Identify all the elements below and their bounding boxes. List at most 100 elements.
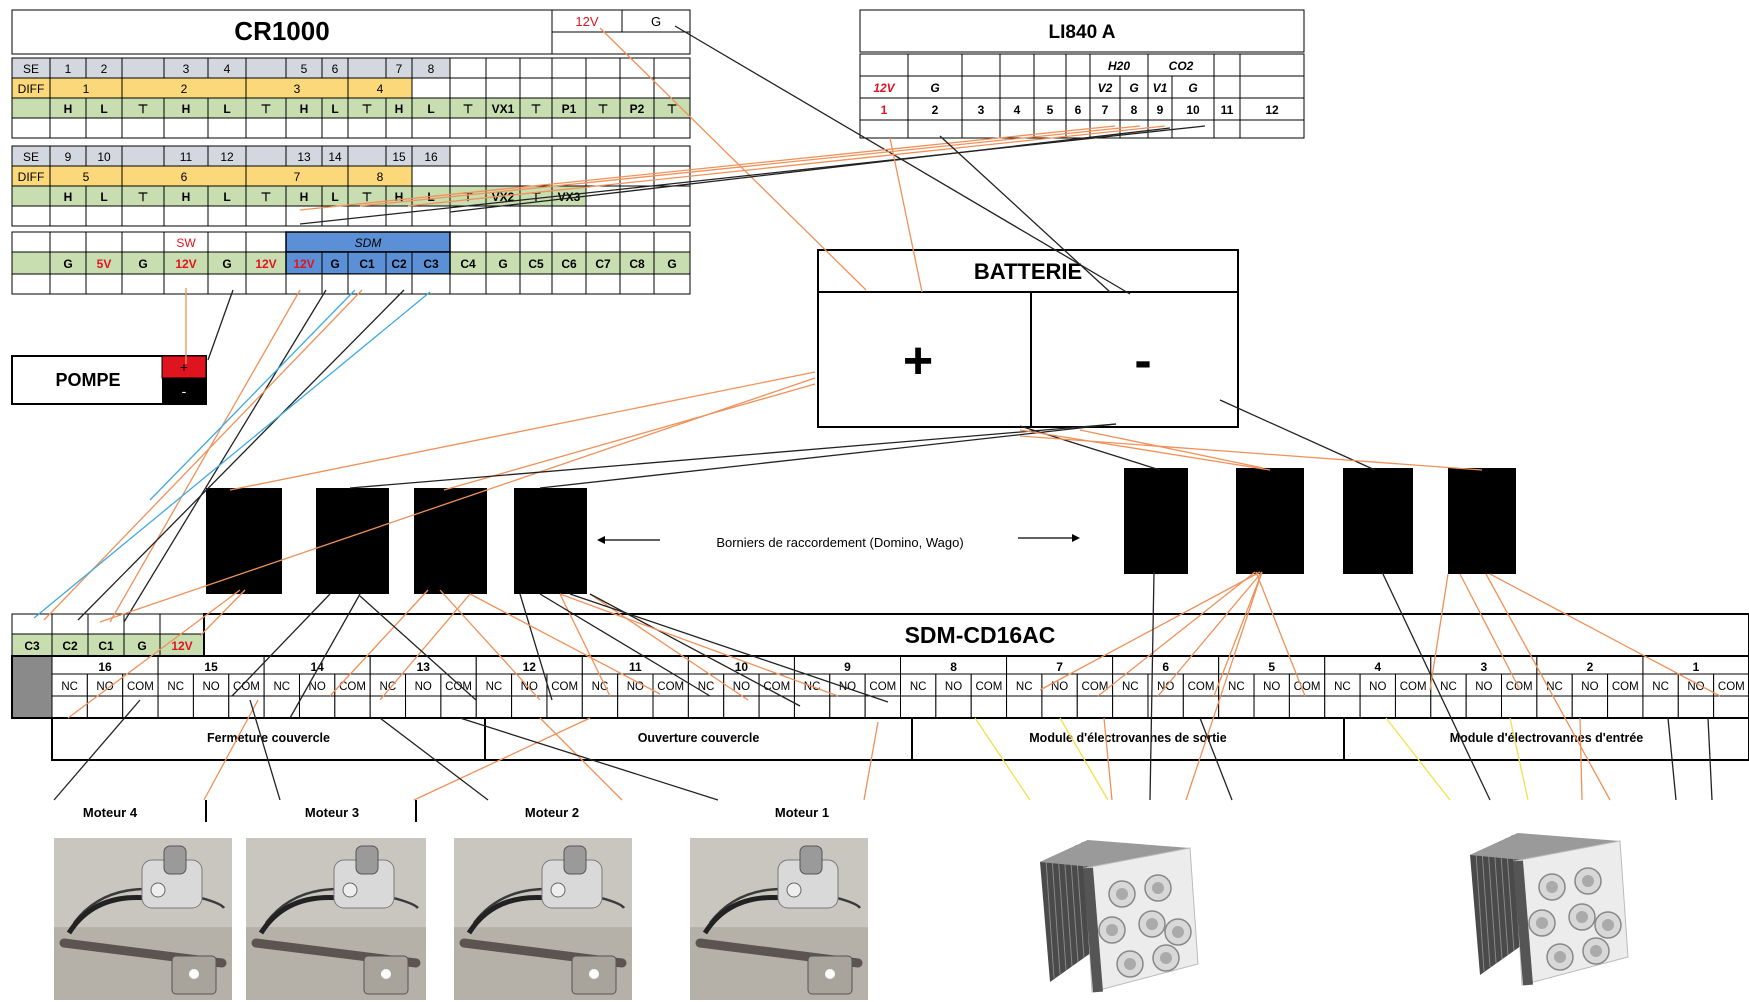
cr1000-a-hl-label: P2 [630,102,645,116]
cr1000-b-se-label: 13 [297,150,311,164]
li840-co2-label: CO2 [1169,59,1194,73]
cr1000-sdm-cell [449,231,487,253]
sdm-left-terminal-label: C3 [24,639,40,653]
wire [1157,571,1263,697]
sdm-contact-blank [1501,695,1538,719]
sdm-contact-blank [900,695,937,719]
cr1000-b-hl-label: ⊤ [531,190,541,204]
li840-gas-cell [907,53,963,77]
cr1000-b-se-cell [585,145,621,167]
li840-gas-cell [999,53,1035,77]
sdm-title: SDM-CD16AC [905,622,1056,648]
pompe-block: POMPE + - [11,355,207,405]
sdm-group-label: Module d'électrovannes de sortie [1029,731,1227,745]
sdm-contact-label: NO [521,681,538,693]
batterie-title: BATTERIE [974,259,1082,284]
cr1000-a-se-label: 4 [224,62,231,76]
cr1000-bottom-label: G [667,257,676,271]
li840-pin-number: 4 [1014,103,1021,117]
cr1000-b-hl-label: H [182,190,191,204]
sdm-contact-blank [1182,695,1220,719]
cr1000-bottom-label: C6 [561,257,577,271]
motor-shaft [355,845,379,875]
wire [1039,571,1261,691]
li840-title-cell [859,9,1305,53]
cr1000-bottom-label: G [138,257,147,271]
cr1000-a-hl-label: ⊤ [138,102,148,116]
wire [123,289,327,623]
cr1000-a-diff-label: 3 [294,82,301,96]
cr1000-b-diff-blank [411,165,451,187]
cr1000-a-se-label: 3 [183,62,190,76]
cr1000-sdm-cell [551,231,587,253]
motor-1-label: Moteur 1 [775,805,829,820]
cr1000-a-se-cell [619,57,655,79]
li840-gas-cell [1065,53,1091,77]
cr1000-a-diff-label: DIFF [18,82,45,96]
cr1000-b-blank-cell [485,205,521,227]
wire [299,125,1206,225]
wire [231,593,331,697]
cr1000-bottom-blank [449,273,487,295]
cr1000-a-blank-cell [551,117,587,139]
cr1000-b-blank-cell [245,205,287,227]
cr1000-a-se-cell [485,57,521,79]
sdm-contact-label: COM [1612,681,1639,693]
sdm-contact-label: COM [1082,681,1109,693]
li840-label-cell [961,75,1001,99]
motor-4-label: Moteur 4 [83,805,138,820]
sdm-contact-blank [864,695,901,719]
cr1000-a-blank-cell [519,117,553,139]
wire [1485,573,1611,801]
sdm-channel-number: 5 [1268,660,1275,674]
cr1000-b-diff-label: 6 [181,170,188,184]
wire [519,593,553,701]
bornier-1 [206,488,282,594]
sdm-contact-label: NO [1051,681,1068,693]
cr1000-b-blank-cell [207,205,247,227]
wire [379,717,489,801]
batterie-minus-label: - [1134,332,1151,390]
sdm-channel-number: 4 [1374,660,1381,674]
cr1000-a-hl-label: ⊤ [598,102,608,116]
sdm-contact-label: COM [1294,681,1321,693]
motor-bracket-hole [589,969,599,979]
cr1000-b-hl-cell [653,185,691,207]
li840-pin-label: 12V [873,81,895,95]
cr1000-a-hl-label: H [64,102,73,116]
valve-port-core [1536,917,1548,929]
bornier-7 [1343,468,1413,574]
sdm-contact-blank [263,695,300,719]
wire [1489,573,1721,697]
cr1000-b-se-label: 11 [180,150,193,164]
cr1000-b-se-label: 9 [65,150,72,164]
cr1000-b-blank-cell [585,205,621,227]
sdm-group-label: Ouverture couvercle [638,731,760,745]
sdm-contact-label: COM [445,681,472,693]
bornier-6 [1236,468,1304,574]
cr1000-bottom-blank [121,273,165,295]
cr1000-bottom-label: C5 [528,257,544,271]
sdm-contact-blank [652,695,689,719]
sdm-channel-number: 6 [1162,660,1169,674]
wire [77,289,405,621]
cr1000-bottom-label: G [222,257,231,271]
sdm-contact-blank [298,695,336,719]
cr1000-b-se-cell [245,145,287,167]
sdm-group-label: Module d'électrovannes d'entrée [1450,731,1644,745]
sdm-channel-number: 15 [204,660,218,674]
cr1000-a-hl-label: L [223,102,230,116]
bornier-3 [414,488,487,594]
sdm-left-terminal-label: 12V [171,639,192,653]
cr1000-b-blank-cell [85,205,123,227]
cr1000-bottom-blank [285,273,323,295]
motors-row: Moteur 4 Moteur 3 Moteur 2 Moteur 1 [83,800,829,822]
cr1000-a-blank-cell [11,117,51,139]
valve-fin [1475,852,1485,972]
cr1000-title: CR1000 [234,16,329,46]
valve-module-images [1040,833,1629,993]
sdm-contact-label: NC [61,681,78,693]
sdm-channel-number: 16 [98,660,112,674]
li840-title: LI840 A [1049,22,1116,43]
cr1000-b-blank-cell [551,205,587,227]
